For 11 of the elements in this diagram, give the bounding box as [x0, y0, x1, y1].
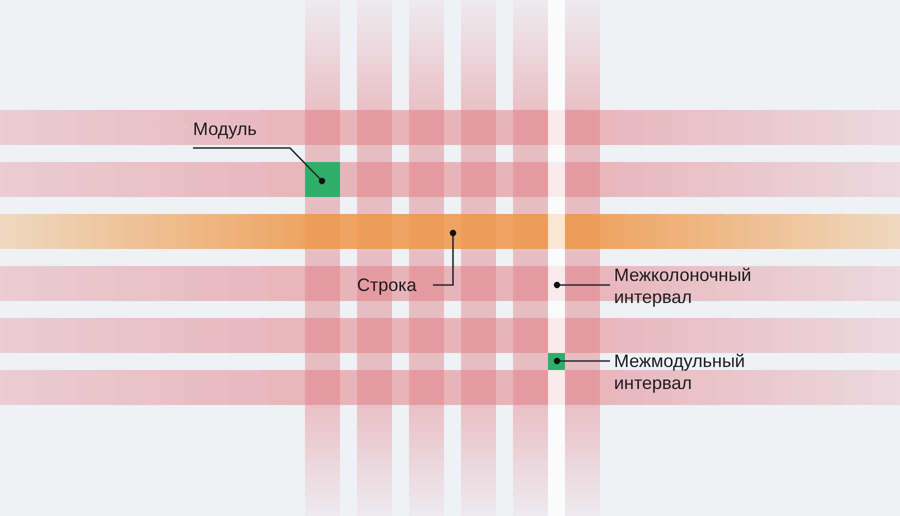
module-square — [305, 162, 340, 197]
leader-line — [433, 230, 456, 286]
row-band — [0, 214, 900, 249]
callout-label: Межколоночный интервал — [614, 264, 794, 308]
callout-label: Межмодульный интервал — [614, 350, 794, 394]
callout-label: Строка — [357, 274, 431, 296]
column-gutter — [548, 0, 565, 516]
callout-label: Модуль — [193, 118, 285, 140]
leader-line — [193, 147, 326, 184]
leader-line — [554, 282, 610, 288]
leader-line — [554, 358, 610, 364]
